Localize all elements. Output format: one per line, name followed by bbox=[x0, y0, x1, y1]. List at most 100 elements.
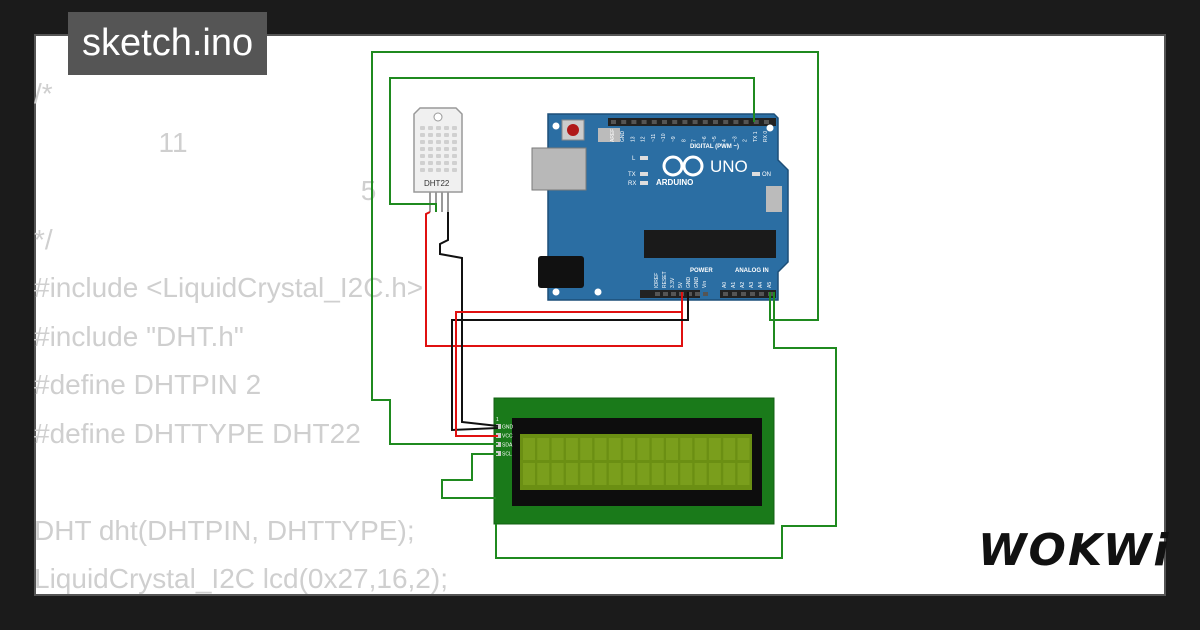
dht22-vent bbox=[452, 154, 457, 158]
dht22-vent bbox=[444, 168, 449, 172]
digital-pin[interactable] bbox=[611, 120, 616, 124]
code-line: 11 bbox=[34, 126, 188, 158]
dht22-sensor[interactable]: DHT22 bbox=[413, 107, 463, 212]
digital-pin[interactable] bbox=[692, 120, 698, 124]
lcd-cell bbox=[666, 438, 678, 460]
digital-pin[interactable] bbox=[753, 120, 759, 124]
analog-pin[interactable] bbox=[732, 292, 737, 296]
lcd-pin[interactable] bbox=[496, 424, 501, 429]
code-line: #include <LiquidCrystal_I2C.h> bbox=[34, 272, 424, 303]
wire-dht-vcc[interactable] bbox=[425, 211, 683, 347]
digital-pin[interactable] bbox=[733, 120, 739, 124]
power-pin[interactable] bbox=[687, 292, 692, 296]
digital-pin-label: TX 1 bbox=[753, 131, 759, 142]
power-pin[interactable] bbox=[695, 292, 700, 296]
power-pin[interactable] bbox=[703, 292, 708, 296]
analog-pin[interactable] bbox=[759, 292, 764, 296]
power-pin-label: Vin bbox=[702, 281, 708, 288]
lcd-cell bbox=[651, 438, 664, 460]
code-line: LiquidCrystal_I2C lcd(0x27,16,2); bbox=[34, 563, 448, 594]
lcd-cell bbox=[694, 438, 707, 460]
digital-pin[interactable] bbox=[702, 120, 708, 124]
arduino-uno-board[interactable]: ARDUINO UNO DIGITAL (PWM ~) POWER ANALOG… bbox=[531, 113, 789, 301]
dht22-vent bbox=[428, 133, 433, 137]
lcd-cell bbox=[737, 438, 750, 460]
power-pin[interactable] bbox=[663, 292, 668, 296]
digital-pin[interactable] bbox=[631, 120, 637, 124]
wire-dht-gnd[interactable] bbox=[439, 212, 499, 427]
power-pin-label: GND bbox=[694, 277, 700, 289]
lcd-cell bbox=[651, 463, 664, 485]
dht22-vent bbox=[452, 147, 457, 151]
lcd-cell bbox=[594, 438, 607, 460]
lcd-pin-label: SDA bbox=[502, 443, 513, 449]
lcd-pin[interactable] bbox=[496, 433, 501, 438]
dht22-vent bbox=[436, 161, 441, 165]
wire-lcd-scl-b[interactable] bbox=[495, 292, 837, 559]
lcd-cell bbox=[551, 463, 564, 485]
digital-pin[interactable] bbox=[662, 120, 667, 124]
power-pin[interactable] bbox=[655, 292, 660, 296]
digital-pin[interactable] bbox=[723, 120, 729, 124]
power-pin-label: 3.3V bbox=[670, 277, 676, 288]
digital-label: DIGITAL (PWM ~) bbox=[690, 144, 739, 150]
dht22-vent bbox=[436, 147, 441, 151]
dht22-vent bbox=[452, 161, 457, 165]
lcd-cell bbox=[637, 463, 650, 485]
dht22-vent bbox=[428, 126, 433, 130]
dht22-vent bbox=[428, 161, 433, 165]
dht22-vent bbox=[444, 147, 449, 151]
digital-pin[interactable] bbox=[651, 120, 657, 124]
code-line: #define DHTPIN 2 bbox=[34, 369, 262, 400]
digital-pin[interactable] bbox=[743, 120, 749, 124]
lcd-cell bbox=[680, 438, 693, 460]
file-tab-sketch[interactable]: sketch.ino bbox=[68, 12, 268, 75]
dht22-vent bbox=[420, 140, 425, 144]
lcd-cell bbox=[523, 463, 535, 485]
analog-pin[interactable] bbox=[723, 292, 728, 296]
dht22-vent bbox=[444, 133, 449, 137]
analog-pin-label: A5 bbox=[767, 282, 773, 288]
wire-lcd-scl-a[interactable] bbox=[441, 453, 498, 499]
lcd-cell bbox=[608, 463, 621, 485]
digital-pin-label: AREF bbox=[610, 129, 616, 142]
digital-pin-label: ~9 bbox=[671, 136, 677, 142]
icsp-header bbox=[598, 128, 620, 142]
digital-pin-label: ~6 bbox=[702, 136, 708, 142]
lcd-cell bbox=[551, 438, 564, 460]
power-pin-label: GND bbox=[686, 277, 692, 289]
power-pin[interactable] bbox=[671, 292, 676, 296]
code-line: /* bbox=[34, 78, 53, 109]
lcd-cell bbox=[523, 438, 535, 460]
analog-pin[interactable] bbox=[750, 292, 755, 296]
digital-pin-label: 8 bbox=[681, 139, 687, 142]
dht22-vent bbox=[420, 154, 425, 158]
digital-pin[interactable] bbox=[672, 120, 678, 124]
digital-pin[interactable] bbox=[621, 120, 627, 124]
lcd-cell bbox=[737, 463, 750, 485]
dht22-vent bbox=[452, 133, 457, 137]
code-line: #include "DHT.h" bbox=[34, 320, 244, 352]
lcd-pin-label: SCL bbox=[502, 452, 512, 458]
lcd-pin[interactable] bbox=[496, 442, 501, 447]
analog-pin-label: A4 bbox=[758, 282, 764, 288]
lcd-cell bbox=[537, 438, 550, 460]
digital-pin[interactable] bbox=[682, 120, 688, 124]
digital-pin[interactable] bbox=[641, 120, 647, 124]
digital-pin[interactable] bbox=[713, 120, 718, 124]
analog-pin[interactable] bbox=[741, 292, 746, 296]
wire-dht-data[interactable] bbox=[389, 77, 755, 212]
led-l-label: L bbox=[632, 156, 636, 162]
wire-lcd-vcc[interactable] bbox=[455, 292, 683, 437]
wire-lcd-gnd[interactable] bbox=[451, 292, 689, 432]
lcd-cell bbox=[565, 463, 578, 485]
usb-connector bbox=[531, 147, 587, 191]
digital-pin[interactable] bbox=[764, 120, 769, 124]
lcd-cell bbox=[723, 438, 736, 460]
wire-lcd-sda[interactable] bbox=[371, 51, 819, 445]
digital-pin-label: ~3 bbox=[732, 136, 738, 142]
lcd-pin[interactable] bbox=[496, 451, 501, 456]
